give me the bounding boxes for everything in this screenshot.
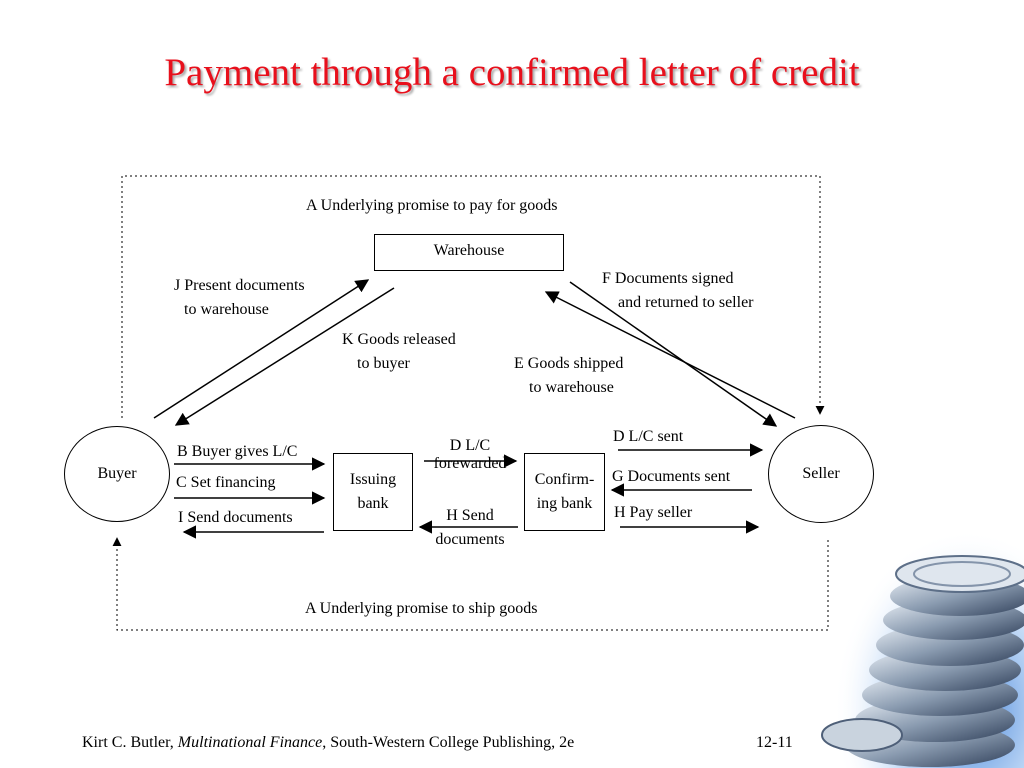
label-f-line-2: and returned to seller	[618, 294, 754, 311]
issuing-bank-box: Issuing bank	[333, 453, 413, 531]
label-k-line-1: K Goods released	[342, 331, 456, 348]
label-f-line-1: F Documents signed	[602, 270, 734, 287]
label-e-line-2: to warehouse	[529, 379, 614, 396]
issuing-bank-line-2: bank	[357, 495, 389, 512]
label-d-mid-line-1: D L/C	[449, 437, 491, 454]
seller-node: Seller	[768, 425, 874, 523]
arrow-e	[569, 281, 778, 427]
label-d-sent: D L/C sent	[613, 428, 684, 445]
label-b: B Buyer gives L/C	[177, 443, 298, 460]
footer-author: Kirt C. Butler,	[82, 734, 178, 751]
label-d-mid: D L/C forewarded	[420, 434, 520, 476]
dotted-border-bottom	[112, 537, 829, 631]
label-h-mid-line-1: H Send	[446, 507, 494, 524]
label-a-top: A Underlying promise to pay for goods	[306, 197, 558, 214]
dotted-border-top	[121, 175, 825, 418]
label-h-mid: H Send documents	[420, 504, 520, 552]
label-h-mid-line-2: documents	[435, 531, 505, 548]
issuing-bank-line-1: Issuing	[349, 471, 397, 488]
label-h-pay: H Pay seller	[614, 504, 693, 521]
label-e-line-1: E Goods shipped	[514, 355, 624, 372]
confirming-bank-line-2: ing bank	[536, 495, 593, 512]
arrow-j	[153, 279, 370, 419]
label-j-line-1: J Present documents	[174, 277, 305, 294]
confirming-bank-line-1: Confirm-	[534, 471, 595, 488]
page-title: Payment through a confirmed letter of cr…	[164, 51, 860, 94]
footer-citation: Kirt C. Butler, Multinational Finance, S…	[82, 734, 574, 752]
warehouse-label: Warehouse	[433, 242, 505, 259]
footer-book: Multinational Finance	[177, 734, 323, 751]
label-e: E Goods shipped to warehouse	[514, 352, 623, 400]
confirming-bank-box: Confirm- ing bank	[524, 453, 605, 531]
label-c: C Set financing	[176, 474, 276, 491]
label-i: I Send documents	[178, 509, 293, 526]
label-j-line-2: to warehouse	[184, 301, 269, 318]
label-a-bottom: A Underlying promise to ship goods	[305, 600, 538, 617]
buyer-label: Buyer	[97, 465, 137, 482]
label-d-mid-line-2: forewarded	[433, 455, 507, 472]
label-j: J Present documents to warehouse	[174, 274, 305, 322]
footer-page-number: 12-11	[756, 734, 793, 751]
warehouse-box: Warehouse	[374, 234, 564, 271]
label-f: F Documents signed and returned to selle…	[602, 267, 754, 315]
buyer-node: Buyer	[64, 426, 170, 522]
coin-stack	[821, 555, 1024, 767]
arrow-k	[174, 287, 395, 426]
footer-publisher: , South-Western College Publishing, 2e	[322, 734, 575, 751]
seller-label: Seller	[802, 465, 840, 482]
arrow-f	[544, 291, 796, 419]
label-k-line-2: to buyer	[357, 355, 410, 372]
label-k: K Goods released to buyer	[342, 328, 456, 376]
label-g: G Documents sent	[612, 468, 731, 485]
